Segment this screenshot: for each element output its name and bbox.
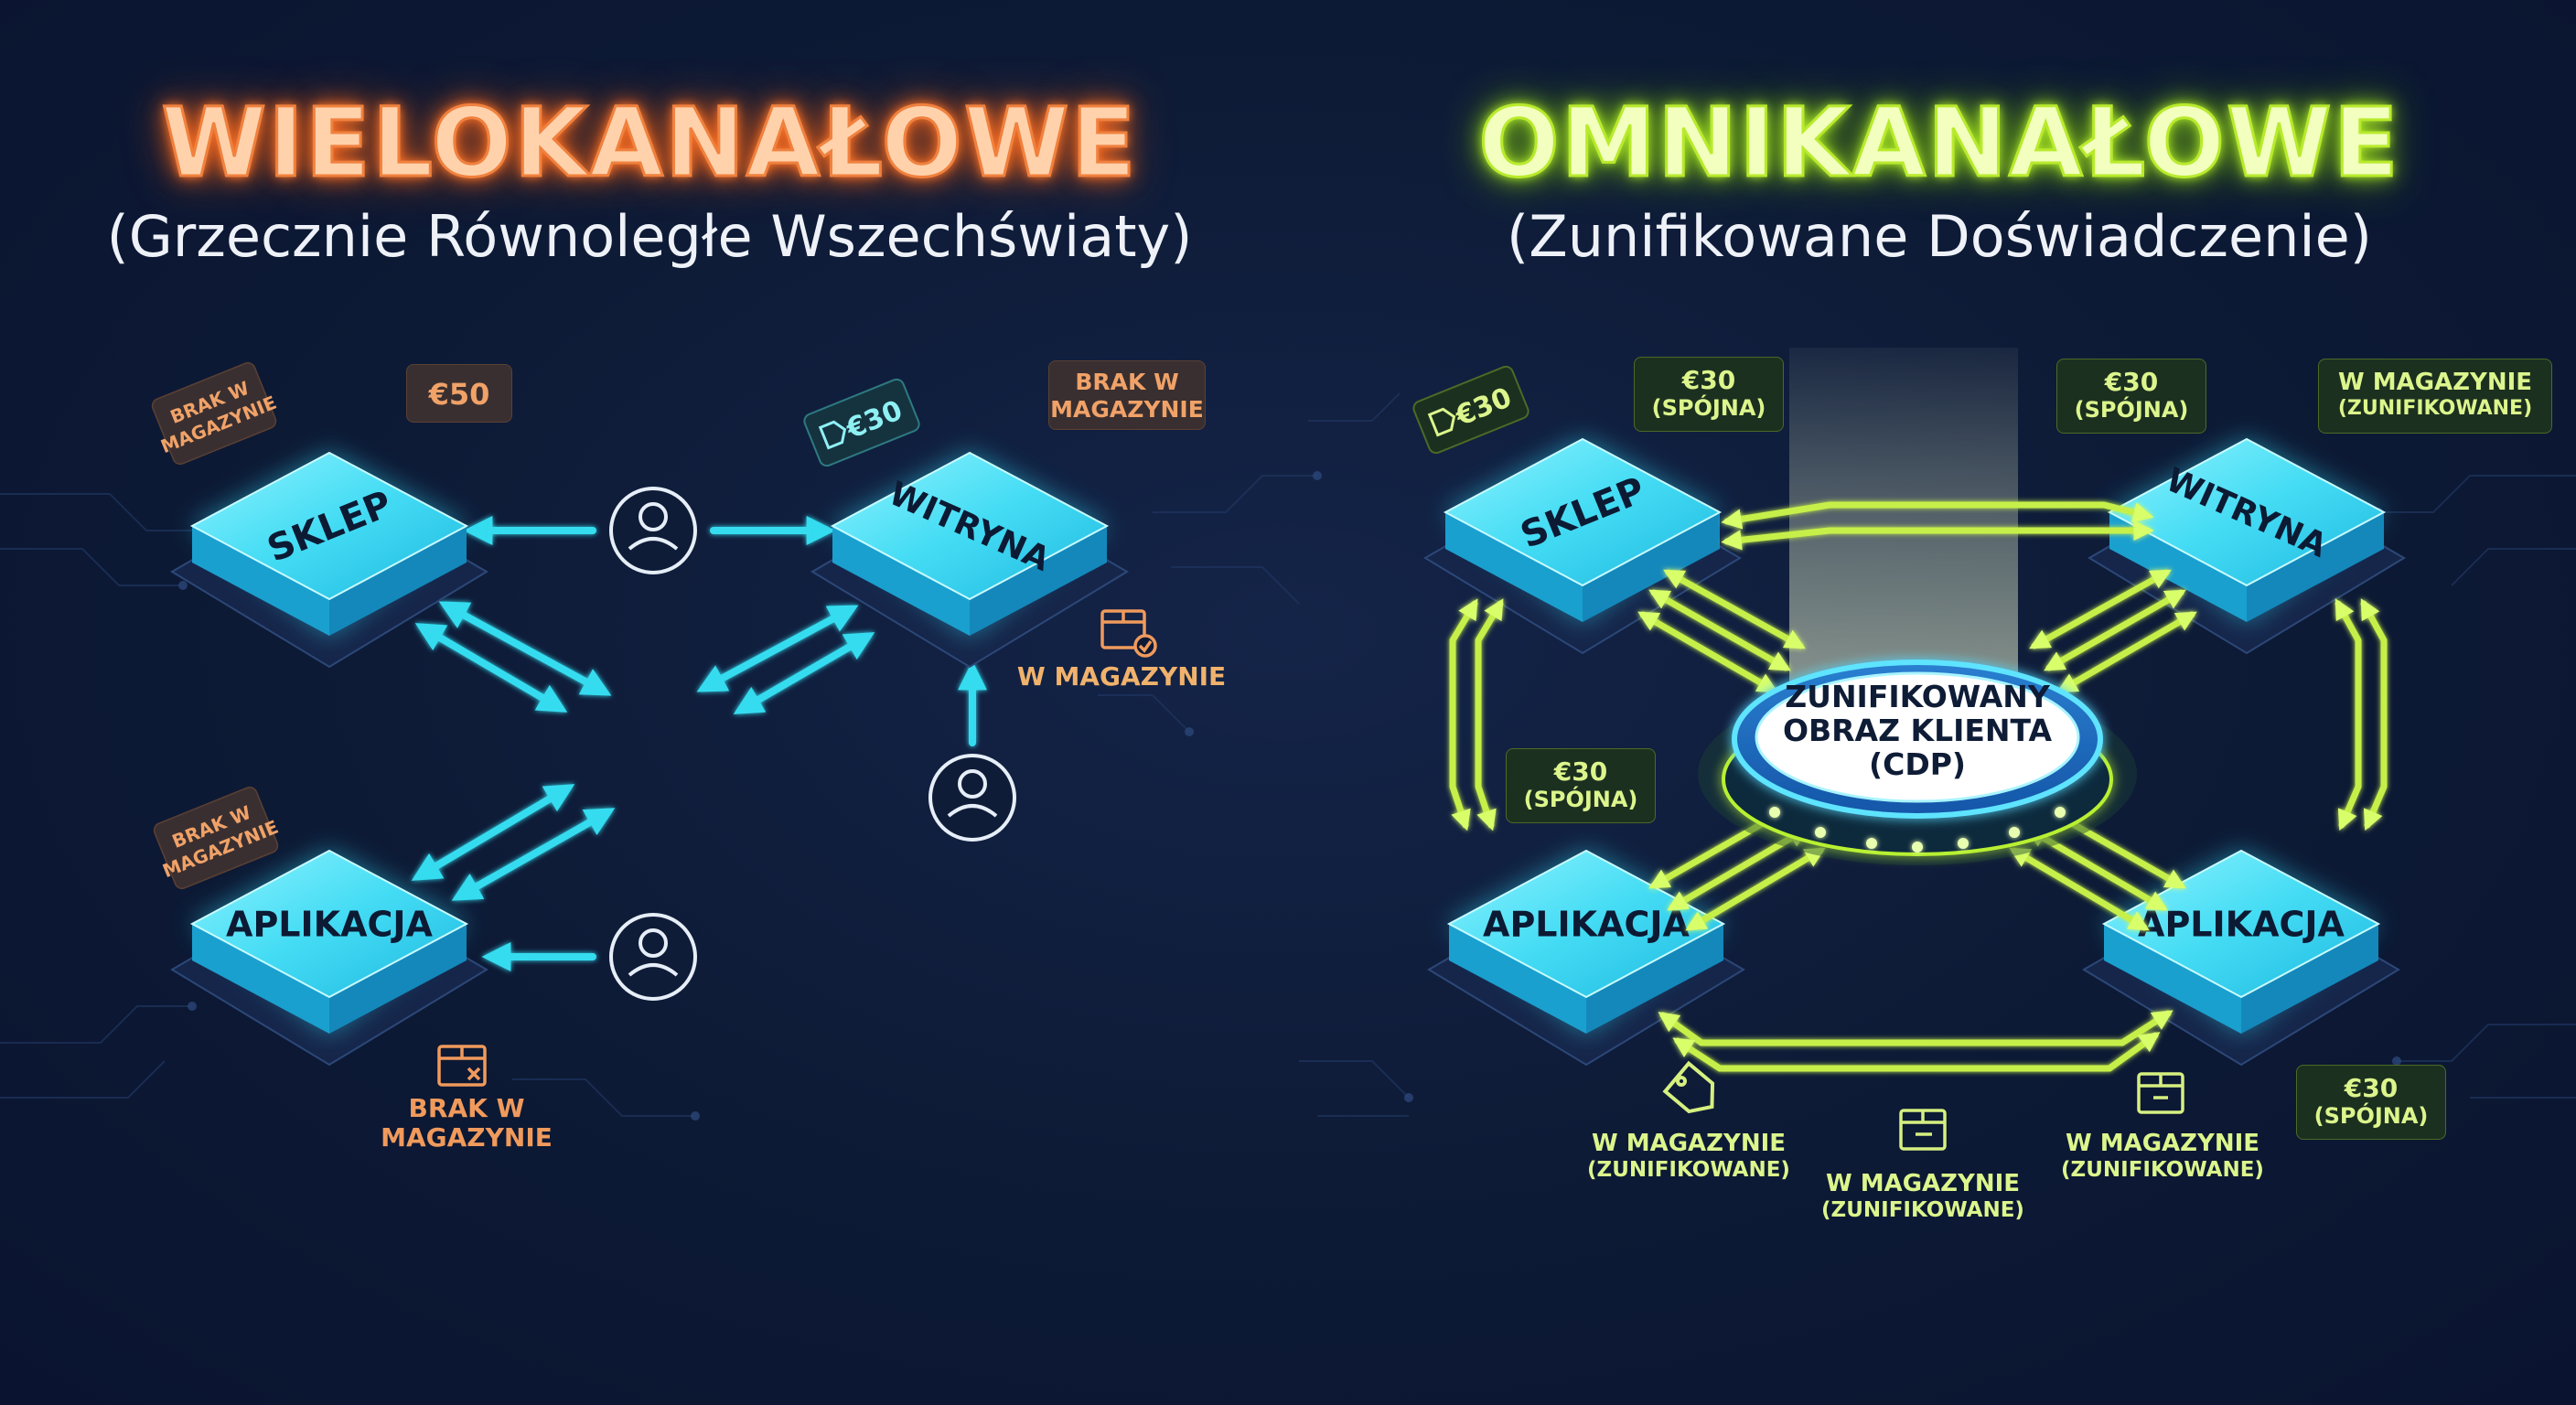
stock-tag-badge: BRAK W MAGAZYNIE xyxy=(151,361,280,466)
tag-line: €30 xyxy=(1681,365,1736,395)
note-line: (ZUNIFIKOWANE) xyxy=(1587,1157,1790,1182)
user-icon xyxy=(609,913,697,1001)
circuit-traces xyxy=(0,392,2576,1117)
block-label: APLIKACJA xyxy=(1483,904,1690,944)
price-tag-badge: €30 xyxy=(803,378,920,467)
stock-tag-line: BRAK W xyxy=(1075,369,1179,395)
block-label: APLIKACJA xyxy=(226,904,433,944)
unified-stock-note-center: W MAGAZYNIE (ZUNIFIKOWANE) xyxy=(1813,1170,2033,1222)
stock-tag-badge: BRAK W MAGAZYNIE xyxy=(153,786,282,890)
stock-tag-web-unified: W MAGAZYNIE (ZUNIFIKOWANE) xyxy=(2318,359,2552,434)
note-line: W MAGAZYNIE xyxy=(1591,1130,1787,1157)
omnichannel-spoke-arrows xyxy=(1637,569,2197,931)
box-icon xyxy=(2137,1072,2184,1114)
in-stock-note-web: W MAGAZYNIE xyxy=(1016,661,1227,692)
note-line: BRAK W xyxy=(408,1093,525,1123)
box-icon xyxy=(1899,1109,1947,1151)
price-tag-icon xyxy=(1662,1060,1715,1114)
tag-line: €30 xyxy=(2104,367,2159,397)
box-check-icon xyxy=(1100,609,1157,658)
price-tag-web-consistent: €30 (SPÓJNA) xyxy=(2056,359,2206,434)
multichannel-title: WIELOKANAŁOWE xyxy=(160,86,1138,200)
user-icon xyxy=(609,487,697,574)
price-tag-store: €50 xyxy=(406,364,512,423)
multichannel-subtitle: (Grzecznie Równoległe Wszechświaty) xyxy=(106,203,1193,270)
tag-line: €30 xyxy=(1553,756,1608,787)
price-tag-app-right-consistent: €30 (SPÓJNA) xyxy=(2296,1065,2446,1140)
tag-line: (SPÓJNA) xyxy=(2313,1103,2429,1130)
stock-tag-line: MAGAZYNIE xyxy=(1050,395,1204,423)
note-line: (ZUNIFIKOWANE) xyxy=(2061,1157,2264,1182)
cdp-hub xyxy=(1698,660,2137,865)
note-line: W MAGAZYNIE xyxy=(1825,1170,2021,1197)
price-tag-app-left-consistent: €30 (SPÓJNA) xyxy=(1506,748,1656,823)
price-tag-badge: €30 xyxy=(1412,365,1530,455)
block-app: APLIKACJA xyxy=(170,849,488,1067)
tag-line: (SPÓJNA) xyxy=(2074,397,2189,424)
hub-line: ZUNIFIKOWANY xyxy=(1785,679,2050,714)
block-store: SKLEP xyxy=(170,451,488,669)
hub-line: OBRAZ KLIENTA xyxy=(1782,712,2053,748)
note-line: MAGAZYNIE xyxy=(381,1122,553,1153)
out-of-stock-note-app: BRAK W MAGAZYNIE xyxy=(357,1093,576,1153)
unified-stock-note-left: W MAGAZYNIE (ZUNIFIKOWANE) xyxy=(1579,1130,1798,1182)
tag-line: (SPÓJNA) xyxy=(1651,395,1766,422)
user-icon xyxy=(928,754,1016,842)
block-label: APLIKACJA xyxy=(2138,904,2345,944)
omnichannel-subtitle: (Zunifikowane Doświadczenie) xyxy=(1507,203,2372,270)
block-web-omni: WITRYNA xyxy=(2088,437,2406,655)
stock-tag-web: BRAK W MAGAZYNIE xyxy=(1048,360,1206,430)
block-app-left: APLIKACJA xyxy=(1427,849,1745,1067)
note-line: (ZUNIFIKOWANE) xyxy=(1821,1197,2024,1222)
block-web: WITRYNA xyxy=(810,451,1129,669)
tag-line: (ZUNIFIKOWANE) xyxy=(2337,396,2533,420)
hub-line: (CDP) xyxy=(1869,745,1966,782)
box-cross-icon xyxy=(437,1045,487,1087)
tag-line: €30 xyxy=(2344,1073,2399,1103)
cdp-hub-label: ZUNIFIKOWANY OBRAZ KLIENTA (CDP) xyxy=(1753,679,2082,782)
omnichannel-title: OMNIKANAŁOWE xyxy=(1477,86,2400,200)
multichannel-arrows xyxy=(411,516,987,971)
block-store-omni: SKLEP xyxy=(1423,437,1742,655)
note-line: W MAGAZYNIE xyxy=(2065,1130,2260,1157)
price-tag-store-consistent: €30 (SPÓJNA) xyxy=(1634,357,1784,432)
omnichannel-perimeter-arrows xyxy=(1449,501,2388,1072)
tag-line: W MAGAZYNIE xyxy=(2337,369,2533,396)
tag-line: (SPÓJNA) xyxy=(1523,787,1638,813)
unified-stock-note-right: W MAGAZYNIE (ZUNIFIKOWANE) xyxy=(2053,1130,2272,1182)
block-app-right: APLIKACJA xyxy=(2082,849,2400,1067)
